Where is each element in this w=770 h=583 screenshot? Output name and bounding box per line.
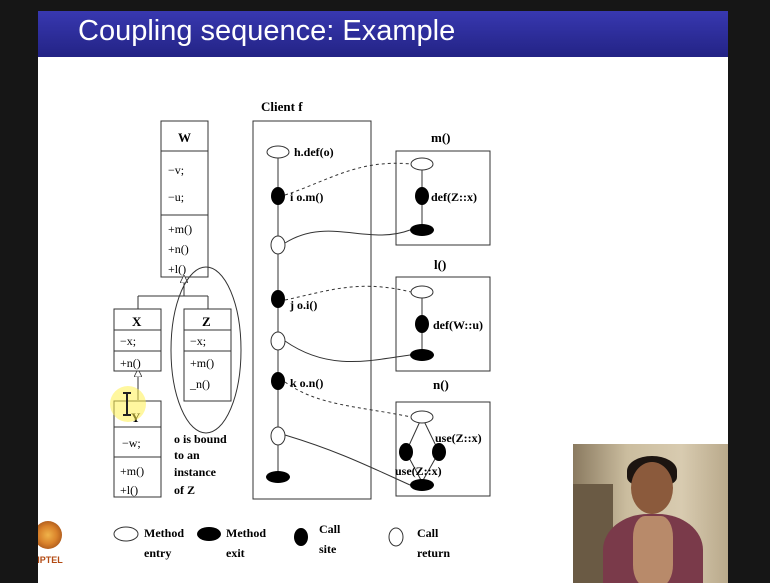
method-n-label: use(Z::x) — [435, 431, 482, 445]
client-label: k o.n() — [290, 376, 323, 390]
method-n-use-node — [432, 443, 446, 461]
method-n-exit-node — [410, 479, 434, 491]
nptel-emblem-icon — [38, 521, 62, 549]
class-x-name: X — [132, 314, 142, 329]
client-method-entry-node — [266, 145, 290, 159]
legend-call-site-symbol — [294, 528, 308, 546]
class-z-name: Z — [202, 314, 211, 329]
legend-call-return-symbol — [388, 527, 404, 547]
class-w-method: +n() — [168, 242, 189, 256]
class-y-method: +l() — [120, 483, 138, 497]
method-m-title: m() — [431, 130, 451, 145]
title-bar: Coupling sequence: Example — [38, 11, 728, 57]
method-n-use-node — [399, 443, 413, 461]
method-l-title: l() — [434, 257, 446, 272]
binding-note-line: instance — [174, 465, 217, 479]
nptel-logo-text: NPTEL — [38, 555, 63, 565]
return-edges — [284, 229, 411, 486]
client-label: i o.m() — [290, 190, 323, 204]
legend-label: exit — [226, 546, 245, 560]
client-f: Client f h.def(o) i o.m() j o.i() k o.n(… — [252, 99, 372, 500]
method-n-box: n() use(Z::x) use(Z::x) — [395, 377, 491, 497]
class-w-method: +l() — [168, 262, 186, 276]
method-m-box: m() def(Z::x) — [395, 130, 491, 246]
legend-label: Method — [144, 526, 184, 540]
client-call-return-node — [270, 235, 286, 255]
method-l-def-node — [415, 315, 429, 333]
method-m-exit-node — [410, 224, 434, 236]
class-x-method: +n() — [120, 356, 141, 370]
slide: Coupling sequence: Example W −v; −u; +m(… — [38, 11, 728, 583]
class-w: W −v; −u; +m() +n() +l() — [160, 120, 209, 278]
client-call-return-node — [270, 331, 286, 351]
method-n-title: n() — [433, 377, 449, 392]
method-m-entry-node — [410, 157, 434, 171]
method-l-entry-node — [410, 285, 434, 299]
binding-note-line: o is bound — [174, 432, 227, 446]
client-call-return-node — [270, 426, 286, 446]
class-z-method: +m() — [190, 356, 214, 370]
legend: Method entry Method exit Call site Call … — [113, 522, 450, 560]
legend-label: return — [417, 546, 450, 560]
class-y-field: −w; — [122, 436, 141, 450]
client-call-site-node — [271, 187, 285, 205]
client-title: Client f — [261, 99, 303, 114]
text-cursor-icon — [123, 392, 131, 416]
presenter-scarf — [633, 516, 673, 583]
legend-label: Method — [226, 526, 266, 540]
client-call-site-node — [271, 372, 285, 390]
legend-label: site — [319, 542, 337, 556]
presenter-face — [631, 462, 673, 514]
class-z-field: −x; — [190, 334, 206, 348]
class-w-method: +m() — [168, 222, 192, 236]
client-call-site-node — [271, 290, 285, 308]
client-method-exit-node — [266, 471, 290, 483]
class-w-name: W — [178, 130, 191, 145]
class-z: Z −x; +m() _n() — [170, 266, 242, 434]
presenter-webcam — [573, 444, 728, 583]
coupling-diagram: W −v; −u; +m() +n() +l() X −x; +n() — [113, 99, 491, 560]
class-w-field: −u; — [168, 190, 184, 204]
method-m-def-node — [415, 187, 429, 205]
class-z-method: _n() — [189, 377, 210, 391]
slide-title: Coupling sequence: Example — [78, 15, 456, 47]
class-x-field: −x; — [120, 334, 136, 348]
class-x: X −x; +n() — [113, 308, 162, 372]
legend-label: Call — [319, 522, 341, 536]
binding-note: o is bound to an instance of Z — [174, 432, 227, 497]
client-label: h.def(o) — [294, 145, 334, 159]
legend-label: Call — [417, 526, 439, 540]
call-edges — [284, 162, 412, 418]
legend-method-exit-symbol — [197, 527, 221, 541]
legend-label: entry — [144, 546, 171, 560]
client-label: j o.i() — [289, 298, 317, 312]
method-n-entry-node — [410, 410, 434, 424]
binding-note-line: of Z — [174, 483, 195, 497]
method-n-label: use(Z::x) — [395, 464, 442, 478]
method-m-label: def(Z::x) — [431, 190, 477, 204]
class-y-method: +m() — [120, 464, 144, 478]
legend-method-entry-symbol — [113, 526, 139, 542]
nptel-logo: NPTEL — [38, 521, 70, 581]
method-l-exit-node — [410, 349, 434, 361]
class-w-field: −v; — [168, 163, 184, 177]
binding-note-line: to an — [174, 448, 200, 462]
method-l-box: l() def(W::u) — [395, 257, 491, 372]
method-l-label: def(W::u) — [433, 318, 483, 332]
